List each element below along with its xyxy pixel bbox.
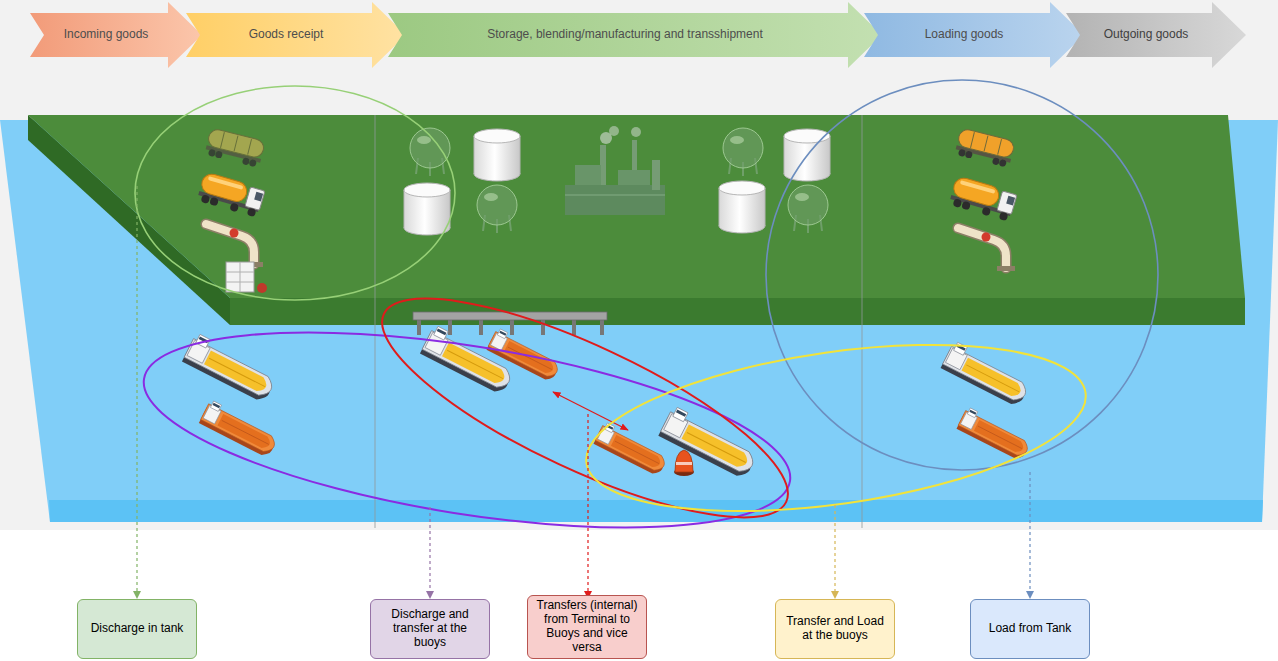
ships (182, 325, 1033, 480)
jetty (479, 320, 483, 335)
box-label: Discharge in tank (91, 622, 184, 636)
factory (652, 160, 660, 190)
zone-ellipses (131, 80, 1158, 564)
ships (593, 422, 669, 477)
leader-line (587, 414, 588, 592)
loading-vehicles (958, 228, 1015, 271)
buoy (675, 450, 693, 472)
arrow-outline (388, 2, 882, 68)
jetty (600, 320, 604, 335)
stage-label: Goods receipt (249, 28, 324, 42)
land (28, 115, 1245, 298)
receipt-vehicles (197, 128, 267, 293)
transfer-arrow (553, 392, 628, 430)
receipt-vehicles (206, 224, 263, 267)
box-label: Transfers (internal) from Terminal to Bu… (533, 599, 641, 654)
loading-vehicles (949, 128, 1018, 271)
process-box: Discharge in tank (77, 599, 197, 659)
jetty (510, 320, 514, 335)
ships (941, 341, 1033, 408)
zone-ellipses (131, 296, 803, 564)
tank-farm (719, 181, 765, 233)
zone-divider (375, 115, 376, 528)
background (0, 0, 1278, 530)
ships (658, 406, 760, 480)
receipt-vehicles (204, 128, 265, 168)
jetty (572, 320, 576, 335)
receipt-vehicles (197, 172, 266, 218)
process-box: Discharge and transfer at the buoys (370, 599, 490, 659)
leader-arrowhead (831, 591, 839, 599)
ships (956, 407, 1032, 462)
box-label: Discharge and transfer at the buoys (376, 608, 484, 649)
zone-divider (862, 115, 863, 528)
stage-label: Incoming goods (64, 28, 149, 42)
factory (565, 195, 665, 196)
box-label: Load from Tank (989, 622, 1072, 636)
process-stage-arrow: Loading goods (864, 2, 1084, 68)
zone-ellipses (358, 258, 813, 558)
tank-farm (404, 183, 450, 235)
zone-ellipses (766, 80, 1158, 470)
process-box: Transfer and Load at the buoys (775, 599, 895, 659)
receipt-vehicles (240, 262, 241, 292)
jetty (417, 320, 421, 335)
arrow-outline (30, 2, 202, 68)
jetty (448, 320, 452, 335)
land (28, 115, 1245, 325)
tank-farm (788, 185, 828, 233)
factory (565, 126, 665, 215)
tank-farm (723, 128, 763, 176)
factory (609, 126, 619, 136)
tank-farm (474, 129, 520, 181)
leader-line (136, 186, 137, 592)
factory (631, 127, 641, 137)
leader-line (834, 505, 835, 592)
leader-line (1029, 472, 1030, 592)
leader-line (137, 186, 1030, 592)
leader-line (429, 507, 430, 592)
buoy (676, 462, 692, 465)
loading-vehicles (949, 176, 1018, 222)
zone-divider (375, 115, 862, 528)
process-stage-arrow: Outgoing goods (1066, 2, 1246, 68)
process-box: Transfers (internal) from Terminal to Bu… (527, 595, 647, 659)
tank-farm (404, 128, 830, 235)
receipt-vehicles (226, 262, 254, 292)
process-stage-arrow: Incoming goods (30, 2, 202, 68)
stage-label: Outgoing goods (1104, 28, 1189, 42)
buoy (674, 450, 694, 476)
process-box: Load from Tank (970, 599, 1090, 659)
arrow-outline (1066, 2, 1246, 68)
stage-label: Storage, blending/manufacturing and tran… (487, 28, 763, 42)
zone-ellipses (576, 318, 1096, 539)
leader-arrowhead (426, 591, 434, 599)
receipt-vehicles (257, 283, 267, 293)
process-stage-arrow: Storage, blending/manufacturing and tran… (388, 2, 882, 68)
ships (199, 400, 280, 459)
loading-vehicles (954, 128, 1015, 168)
arrow-outline (864, 2, 1084, 68)
process-stage-arrow: Goods receipt (186, 2, 406, 68)
stage-label: Loading goods (925, 28, 1004, 42)
factory (565, 185, 665, 215)
arrow-outline (186, 2, 406, 68)
leader-arrowhead (1026, 591, 1034, 599)
zone-ellipses (135, 86, 455, 300)
leader-arrowhead (133, 591, 141, 599)
tank-farm (477, 185, 517, 233)
box-label: Transfer and Load at the buoys (781, 615, 889, 643)
